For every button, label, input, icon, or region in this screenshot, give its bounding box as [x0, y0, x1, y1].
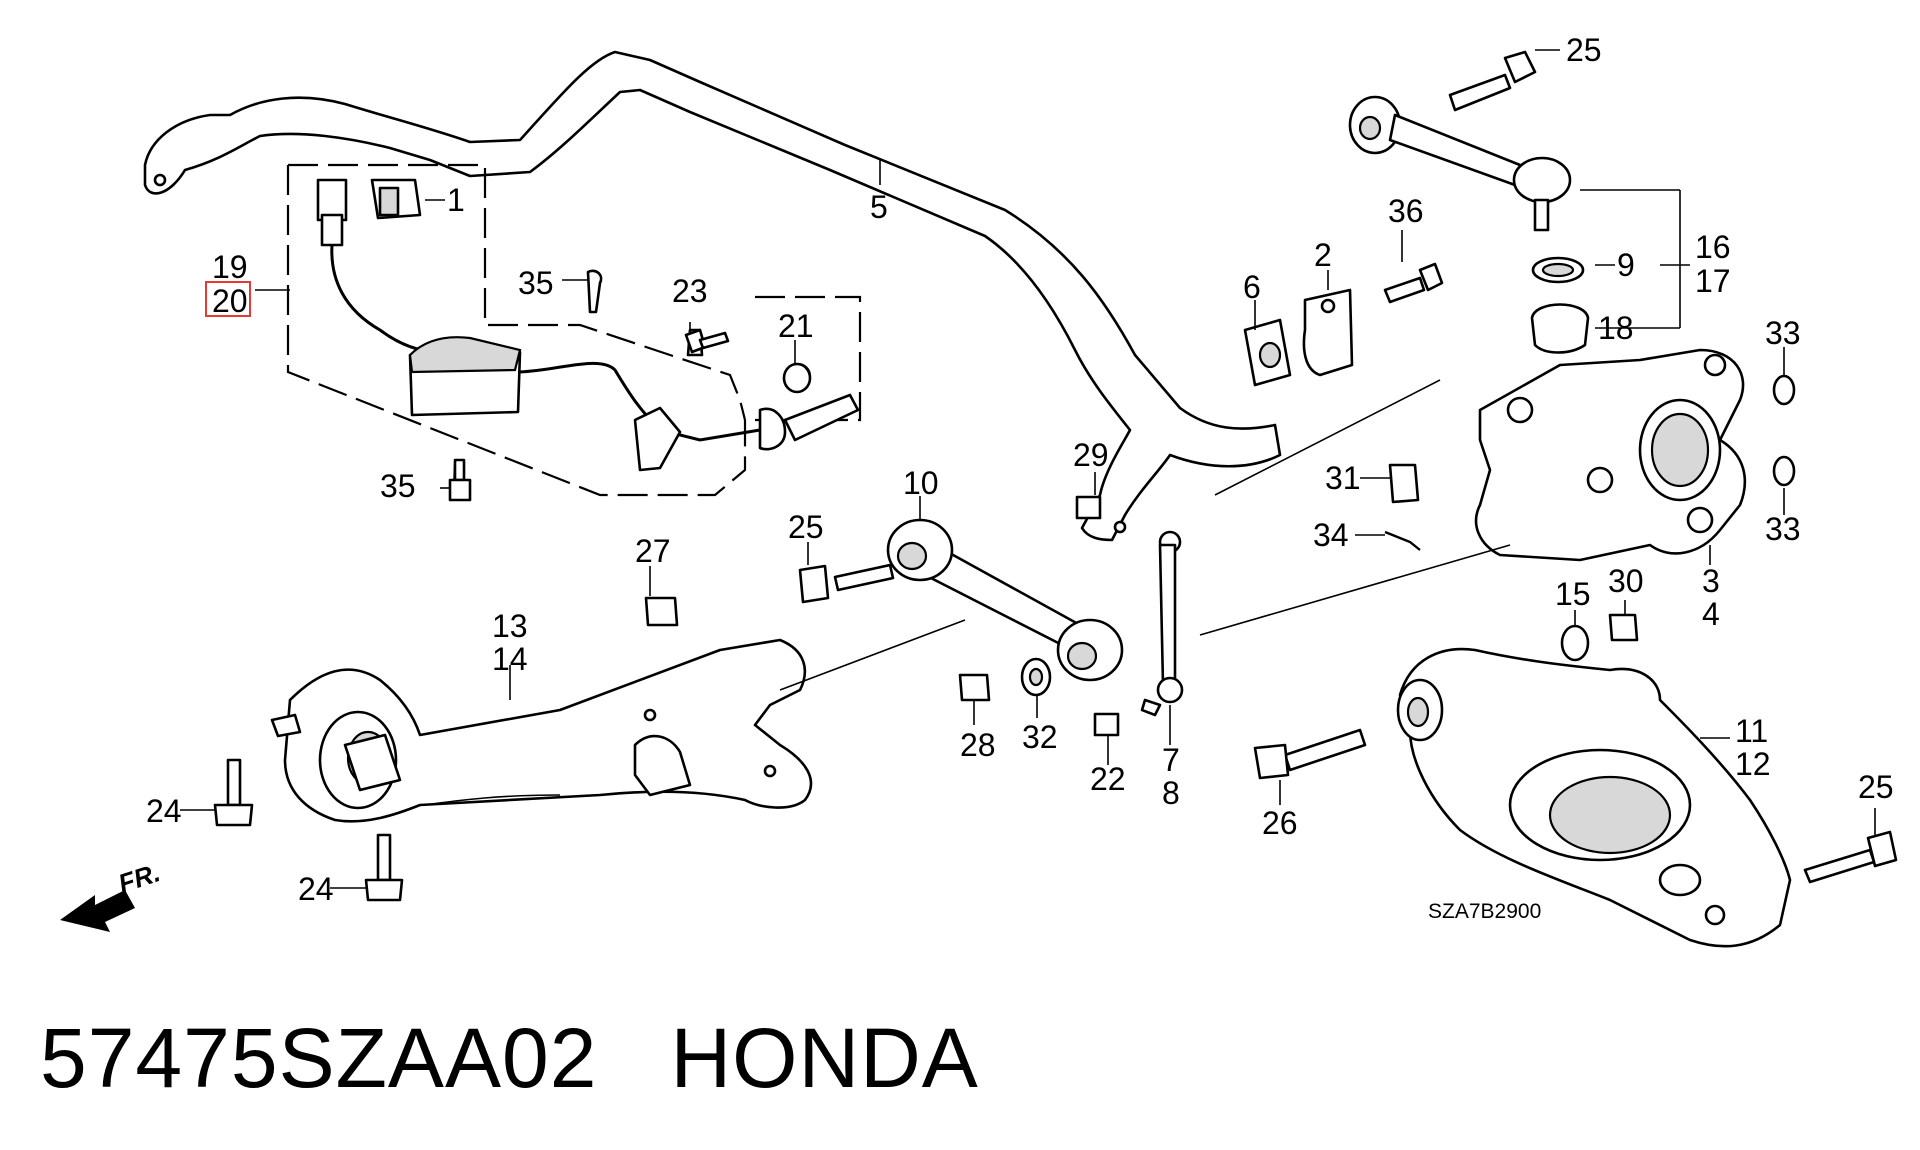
callout-25-right: 25 — [1858, 769, 1894, 805]
callout-2: 2 — [1314, 237, 1332, 273]
callout-5: 5 — [870, 189, 888, 225]
callout-12: 12 — [1735, 746, 1771, 782]
nut-27 — [644, 596, 679, 627]
callout-31: 31 — [1325, 460, 1361, 496]
callout-33-lower: 33 — [1765, 511, 1801, 547]
callout-23: 23 — [672, 273, 708, 309]
nut-28 — [958, 673, 991, 702]
callout-35-lower: 35 — [380, 468, 416, 504]
nut-22 — [1093, 712, 1120, 737]
bolt-24-lower — [364, 833, 404, 902]
nut-31 — [1388, 463, 1420, 504]
callout-35-upper: 35 — [518, 265, 554, 301]
washer-33-upper — [1772, 374, 1796, 406]
callout-27: 27 — [635, 533, 671, 569]
bolt-25-top — [1448, 50, 1537, 112]
callout-30: 30 — [1608, 563, 1644, 599]
callout-3: 3 — [1702, 563, 1720, 599]
bolt-25-right — [1803, 830, 1898, 884]
callout-26: 26 — [1262, 805, 1298, 841]
stabilizer-bar — [143, 50, 1282, 542]
stabilizer-link — [1140, 530, 1184, 717]
stabilizer-bushing — [1243, 318, 1292, 387]
callout-1: 1 — [447, 182, 465, 218]
callout-13: 13 — [492, 608, 528, 644]
callout-4: 4 — [1702, 596, 1720, 632]
callout-8: 8 — [1162, 775, 1180, 811]
part-number: 57475SZAA02 — [40, 1011, 598, 1105]
trailing-arm — [270, 619, 966, 823]
callout-6: 6 — [1243, 269, 1261, 305]
cap-21 — [782, 362, 812, 394]
bolt-24-upper — [213, 758, 254, 827]
callout-36: 36 — [1388, 193, 1424, 229]
callout-29: 29 — [1073, 437, 1109, 473]
footer-caption: 57475SZAA02 HONDA — [40, 1010, 979, 1107]
highlight-box — [205, 281, 251, 317]
abs-sensor-assembly — [286, 163, 862, 497]
bolt-26 — [1253, 728, 1367, 780]
bolt-23 — [684, 328, 730, 354]
callout-33-upper: 33 — [1765, 315, 1801, 351]
callout-17: 17 — [1695, 263, 1731, 299]
washer-15 — [1560, 624, 1590, 662]
washer-33-lower — [1772, 455, 1796, 487]
front-marker: FR. — [115, 857, 164, 898]
callout-16: 16 — [1695, 229, 1731, 265]
stabilizer-holder — [1302, 288, 1354, 377]
nut-30 — [1608, 613, 1639, 642]
callout-34: 34 — [1313, 517, 1349, 553]
callout-32: 32 — [1022, 719, 1058, 755]
bolt-35-lower — [448, 458, 472, 502]
callout-18: 18 — [1598, 310, 1634, 346]
callout-11: 11 — [1735, 713, 1768, 749]
front-arrow: FR. — [60, 857, 164, 932]
washer-32 — [1020, 657, 1052, 697]
lower-arm — [1396, 647, 1792, 948]
upper-link-16 — [1348, 95, 1590, 354]
brand-name: HONDA — [670, 1011, 979, 1105]
callout-15: 15 — [1555, 576, 1591, 612]
callout-labels: 1 2 3 4 5 6 7 8 9 10 11 12 13 14 15 16 1… — [146, 32, 1894, 907]
callout-28: 28 — [960, 727, 996, 763]
callout-7: 7 — [1162, 742, 1180, 778]
callout-14: 14 — [492, 641, 528, 677]
callout-20: 20 — [212, 283, 248, 319]
callout-9: 9 — [1617, 247, 1635, 283]
bolt-36 — [1383, 262, 1444, 304]
callout-22: 22 — [1090, 761, 1126, 797]
pin-34 — [1384, 530, 1421, 551]
callout-21: 21 — [778, 308, 814, 344]
upper-arm-10 — [886, 518, 1124, 682]
callout-24-upper: 24 — [146, 793, 182, 829]
diagram-code: SZA7B2900 — [1428, 900, 1541, 923]
callout-19: 19 — [212, 249, 248, 285]
callout-24-lower: 24 — [298, 871, 334, 907]
callout-10: 10 — [903, 465, 939, 501]
nut-29 — [1075, 495, 1102, 520]
knuckle — [1199, 348, 1747, 636]
callout-25-top: 25 — [1566, 32, 1602, 68]
callout-25-mid: 25 — [788, 509, 824, 545]
leader-lines — [180, 49, 1876, 889]
bolt-25-mid — [798, 563, 895, 604]
